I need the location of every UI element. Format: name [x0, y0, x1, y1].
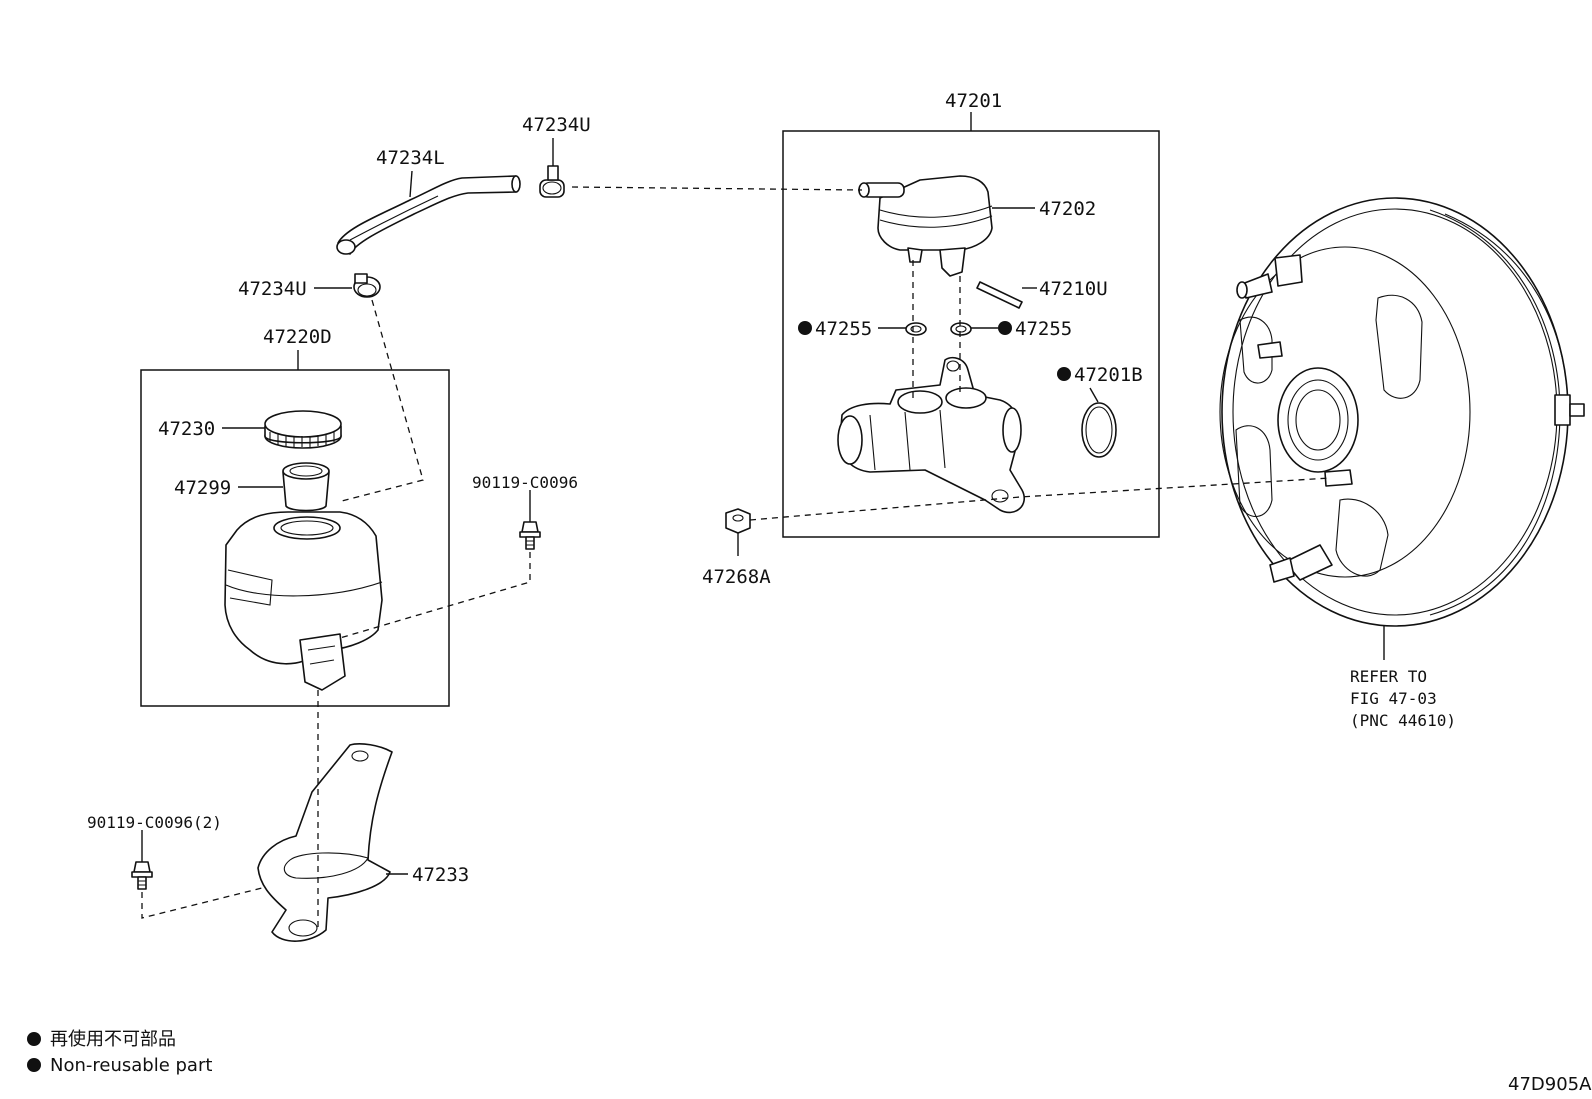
legend-marker-en: [27, 1058, 41, 1072]
hose-clamp-upper: [539, 165, 565, 198]
strainer-47299: [282, 462, 330, 512]
callout-47268a: 47268A: [702, 566, 771, 588]
reservoir-bracket-47233: [257, 743, 393, 942]
callout-47233: 47233: [412, 864, 469, 886]
grommet-47255-right: [950, 322, 972, 336]
refer-note-line1: REFER TO: [1350, 667, 1427, 686]
leader-47201b: [1089, 387, 1099, 403]
grommet-47255-left: [905, 322, 927, 336]
callout-47255-left: 47255: [815, 318, 872, 340]
bolt-90119-upper: [519, 521, 541, 550]
hose-clamp-lower: [353, 273, 381, 298]
callout-47210u: 47210U: [1039, 278, 1108, 300]
callout-47255-right: 47255: [1015, 318, 1072, 340]
refer-note-line3: (PNC 44610): [1350, 711, 1456, 730]
reservoir-assembly-box: [140, 369, 450, 707]
non-reusable-marker-47201b: [1057, 367, 1071, 381]
reservoir-tank: [224, 511, 383, 691]
master-cylinder-reservoir-47202: [858, 175, 993, 277]
callout-47220d: 47220D: [263, 326, 332, 348]
callout-47234u-left: 47234U: [238, 278, 307, 300]
legend-jp: 再使用不可部品: [50, 1029, 176, 1050]
callout-47299: 47299: [174, 477, 231, 499]
callout-47202: 47202: [1039, 198, 1096, 220]
callout-47234l: 47234L: [376, 147, 445, 169]
brake-booster: [1219, 197, 1585, 627]
callout-47201b: 47201B: [1074, 364, 1143, 386]
o-ring-47201b: [1081, 402, 1117, 458]
callout-47201: 47201: [945, 90, 1002, 112]
refer-note-line2: FIG 47-03: [1350, 689, 1437, 708]
dash-hose-to-reservoir: [571, 186, 863, 191]
non-reusable-marker-47255-right: [998, 321, 1012, 335]
legend-en: Non-reusable part: [50, 1055, 212, 1076]
callout-90119-lower: 90119-C0096(2): [87, 813, 222, 832]
leader-47234l: [409, 170, 413, 198]
master-cylinder-body: [837, 356, 1025, 514]
callout-90119-upper: 90119-C0096: [472, 473, 578, 492]
legend-marker-jp: [27, 1032, 41, 1046]
dash-nut-to-booster: [749, 477, 1331, 521]
dash-lower-bolt-to-bracket: [141, 887, 263, 919]
o-ring-inner: [1085, 406, 1113, 454]
callout-47234u-top: 47234U: [522, 114, 591, 136]
nut-47268a: [725, 508, 751, 534]
pin-47210u: [976, 281, 1023, 309]
hose-47234l: [336, 175, 521, 255]
reservoir-cap-47230: [264, 410, 342, 449]
figure-code: 47D905A: [1508, 1074, 1592, 1095]
bolt-90119-lower: [131, 861, 153, 890]
callout-47230: 47230: [158, 418, 215, 440]
dash-clamp-to-tank: [337, 299, 424, 503]
non-reusable-marker-47255-left: [798, 321, 812, 335]
